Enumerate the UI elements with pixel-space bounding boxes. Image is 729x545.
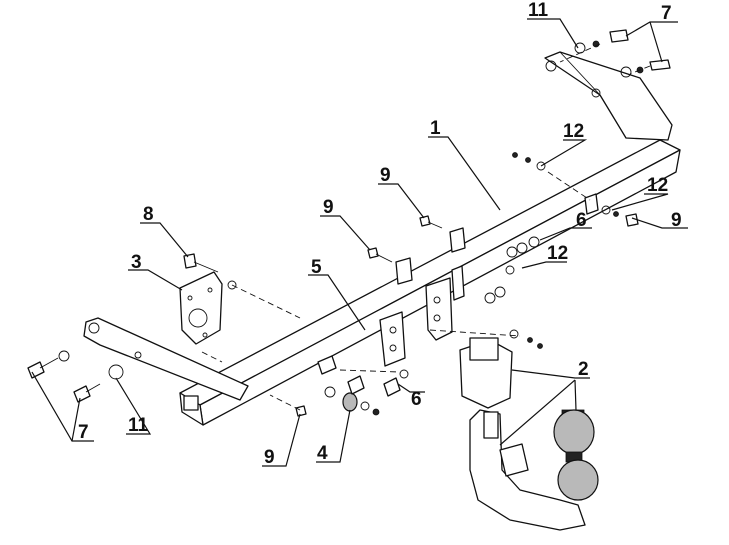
- callout-9-bottom: 9: [264, 447, 275, 468]
- callout-12-b: 12: [647, 175, 668, 196]
- beam-tabs: [395, 193, 599, 301]
- right-side-bracket: [544, 51, 673, 141]
- callout-11-left: 11: [128, 415, 149, 436]
- leader-lines: [31, 18, 688, 467]
- fasteners: [27, 29, 671, 417]
- callout-labels: 11 7 1 12 9 12 9 8 9 6 12 3 5 2 6 7 11 4…: [78, 0, 682, 468]
- callout-6-b: 6: [411, 389, 422, 410]
- callout-4: 4: [317, 443, 328, 464]
- crossbeam: [179, 139, 681, 426]
- left-side-bracket: [83, 317, 249, 401]
- callout-9-b: 9: [323, 197, 334, 218]
- ball-coupling: [459, 337, 599, 531]
- callout-7-left: 7: [78, 422, 89, 443]
- callout-1: 1: [430, 118, 441, 139]
- neck-mount-plate: [379, 277, 453, 367]
- callout-12-c: 12: [547, 243, 568, 264]
- callout-3: 3: [131, 252, 142, 273]
- assembly-lines: [201, 43, 651, 411]
- callout-2: 2: [578, 359, 589, 380]
- callout-7-top: 7: [661, 3, 672, 24]
- callout-12-a: 12: [563, 121, 584, 142]
- callout-9-a: 9: [380, 165, 391, 186]
- callout-5: 5: [311, 257, 322, 278]
- callout-8: 8: [143, 204, 154, 225]
- left-mount-plate: [179, 271, 223, 345]
- callout-11-top: 11: [528, 0, 549, 21]
- callout-6-a: 6: [576, 210, 587, 231]
- callout-9-right: 9: [671, 210, 682, 231]
